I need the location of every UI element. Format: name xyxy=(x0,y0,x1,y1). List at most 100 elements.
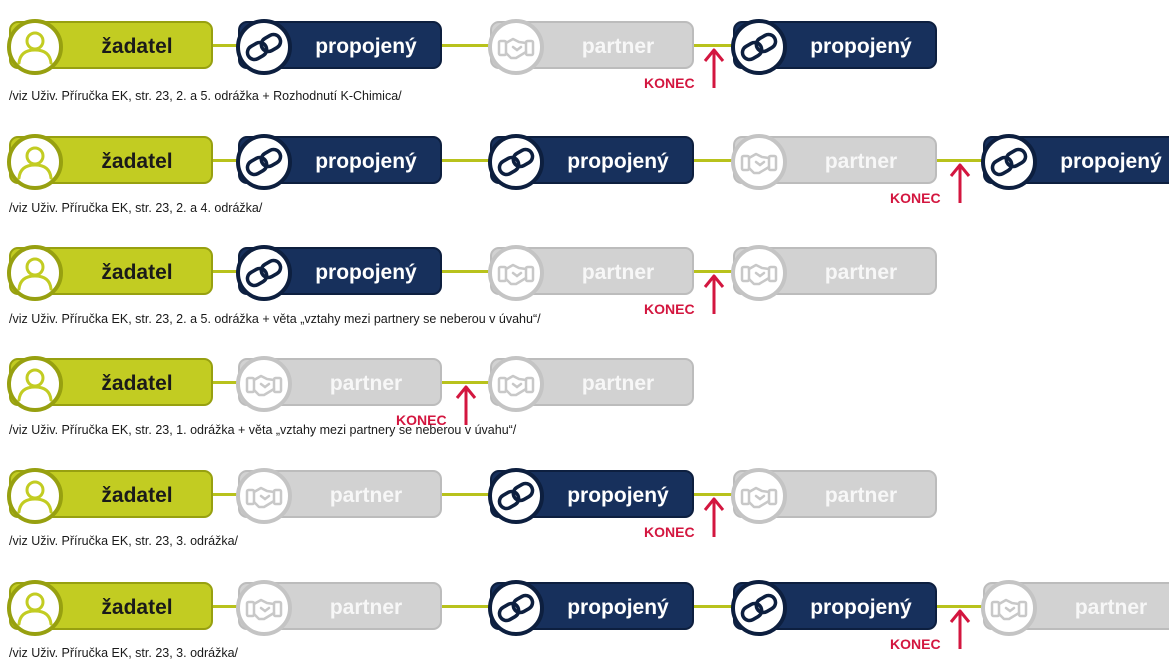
zadatel-icon-badge xyxy=(7,19,63,75)
propojeny-node: propojený xyxy=(236,134,442,190)
handshake-icon xyxy=(740,486,778,509)
connector-line xyxy=(694,493,733,496)
link-icon xyxy=(245,147,283,177)
partner-icon-badge xyxy=(731,245,787,301)
propojeny-label: propojený xyxy=(567,596,669,619)
propojeny-icon-badge xyxy=(731,580,787,636)
link-icon xyxy=(740,593,778,623)
partner-label: partner xyxy=(1074,596,1148,619)
partner-icon-badge xyxy=(236,356,292,412)
person-icon xyxy=(17,368,53,402)
propojeny-label: propojený xyxy=(315,35,417,58)
propojeny-node: propojený xyxy=(236,19,442,75)
konec-label: KONEC xyxy=(890,190,941,206)
connector-line xyxy=(442,44,490,47)
connector-line xyxy=(213,270,238,273)
link-icon xyxy=(740,32,778,62)
partner-node: partner xyxy=(731,245,937,301)
connector-line xyxy=(213,159,238,162)
handshake-icon xyxy=(740,152,778,175)
connector-line xyxy=(442,493,490,496)
zadatel-label: žadatel xyxy=(101,596,173,619)
zadatel-label: žadatel xyxy=(101,484,173,507)
partner-label: partner xyxy=(329,596,403,619)
propojeny-label: propojený xyxy=(567,150,669,173)
konec-arrow-icon xyxy=(949,609,971,649)
connector-line xyxy=(442,159,490,162)
partner-label: partner xyxy=(581,372,655,395)
propojeny-icon-badge xyxy=(731,19,787,75)
partner-icon-badge xyxy=(236,580,292,636)
person-icon xyxy=(17,480,53,514)
partner-label: partner xyxy=(824,150,898,173)
zadatel-node: žadatel xyxy=(7,245,213,301)
link-icon xyxy=(497,147,535,177)
propojeny-icon-badge xyxy=(236,19,292,75)
propojeny-node: propojený xyxy=(236,245,442,301)
zadatel-node: žadatel xyxy=(7,134,213,190)
propojeny-label: propojený xyxy=(1060,150,1162,173)
connector-line xyxy=(694,44,733,47)
connector-line xyxy=(213,44,238,47)
konec-label: KONEC xyxy=(644,524,695,540)
propojeny-icon-badge xyxy=(488,580,544,636)
partner-icon-badge xyxy=(981,580,1037,636)
propojeny-icon-badge xyxy=(488,468,544,524)
zadatel-icon-badge xyxy=(7,356,63,412)
konec-label: KONEC xyxy=(644,301,695,317)
partner-node: partner xyxy=(236,468,442,524)
zadatel-icon-badge xyxy=(7,245,63,301)
zadatel-node: žadatel xyxy=(7,356,213,412)
link-icon xyxy=(990,147,1028,177)
konec-arrow-icon xyxy=(703,497,725,537)
handshake-icon xyxy=(990,598,1028,621)
connector-line xyxy=(213,381,238,384)
handshake-icon xyxy=(245,486,283,509)
propojeny-label: propojený xyxy=(810,35,912,58)
partner-node: partner xyxy=(731,134,937,190)
partner-label: partner xyxy=(824,484,898,507)
propojeny-label: propojený xyxy=(315,150,417,173)
connector-line xyxy=(442,605,490,608)
propojeny-icon-badge xyxy=(236,134,292,190)
handshake-icon xyxy=(245,374,283,397)
partner-icon-badge xyxy=(488,356,544,412)
propojeny-node: propojený xyxy=(488,468,694,524)
propojeny-node: propojený xyxy=(731,580,937,636)
partner-label: partner xyxy=(824,261,898,284)
connector-line xyxy=(694,270,733,273)
connector-line xyxy=(937,159,983,162)
partner-node: partner xyxy=(236,356,442,412)
propojeny-icon-badge xyxy=(981,134,1037,190)
partner-icon-badge xyxy=(236,468,292,524)
link-icon xyxy=(245,258,283,288)
partner-icon-badge xyxy=(488,19,544,75)
person-icon xyxy=(17,592,53,626)
propojeny-label: propojený xyxy=(810,596,912,619)
reference-note: /viz Uživ. Příručka EK, str. 23, 2. a 4.… xyxy=(9,201,263,215)
reference-note: /viz Uživ. Příručka EK, str. 23, 3. odrá… xyxy=(9,534,239,548)
person-icon xyxy=(17,146,53,180)
konec-arrow-icon xyxy=(455,385,477,425)
partner-node: partner xyxy=(981,580,1169,636)
konec-label: KONEC xyxy=(644,75,695,91)
connector-line xyxy=(937,605,983,608)
partner-node: partner xyxy=(731,468,937,524)
connector-line xyxy=(213,493,238,496)
reference-note: /viz Uživ. Příručka EK, str. 23, 1. odrá… xyxy=(9,423,517,437)
partner-icon-badge xyxy=(731,468,787,524)
zadatel-node: žadatel xyxy=(7,468,213,524)
partner-label: partner xyxy=(581,35,655,58)
konec-label: KONEC xyxy=(396,412,447,428)
zadatel-node: žadatel xyxy=(7,19,213,75)
propojeny-icon-badge xyxy=(488,134,544,190)
connector-line xyxy=(694,605,733,608)
propojeny-node: propojený xyxy=(731,19,937,75)
partner-node: partner xyxy=(488,245,694,301)
handshake-icon xyxy=(740,263,778,286)
zadatel-icon-badge xyxy=(7,468,63,524)
zadatel-label: žadatel xyxy=(101,372,173,395)
propojeny-node: propojený xyxy=(488,134,694,190)
handshake-icon xyxy=(497,263,535,286)
